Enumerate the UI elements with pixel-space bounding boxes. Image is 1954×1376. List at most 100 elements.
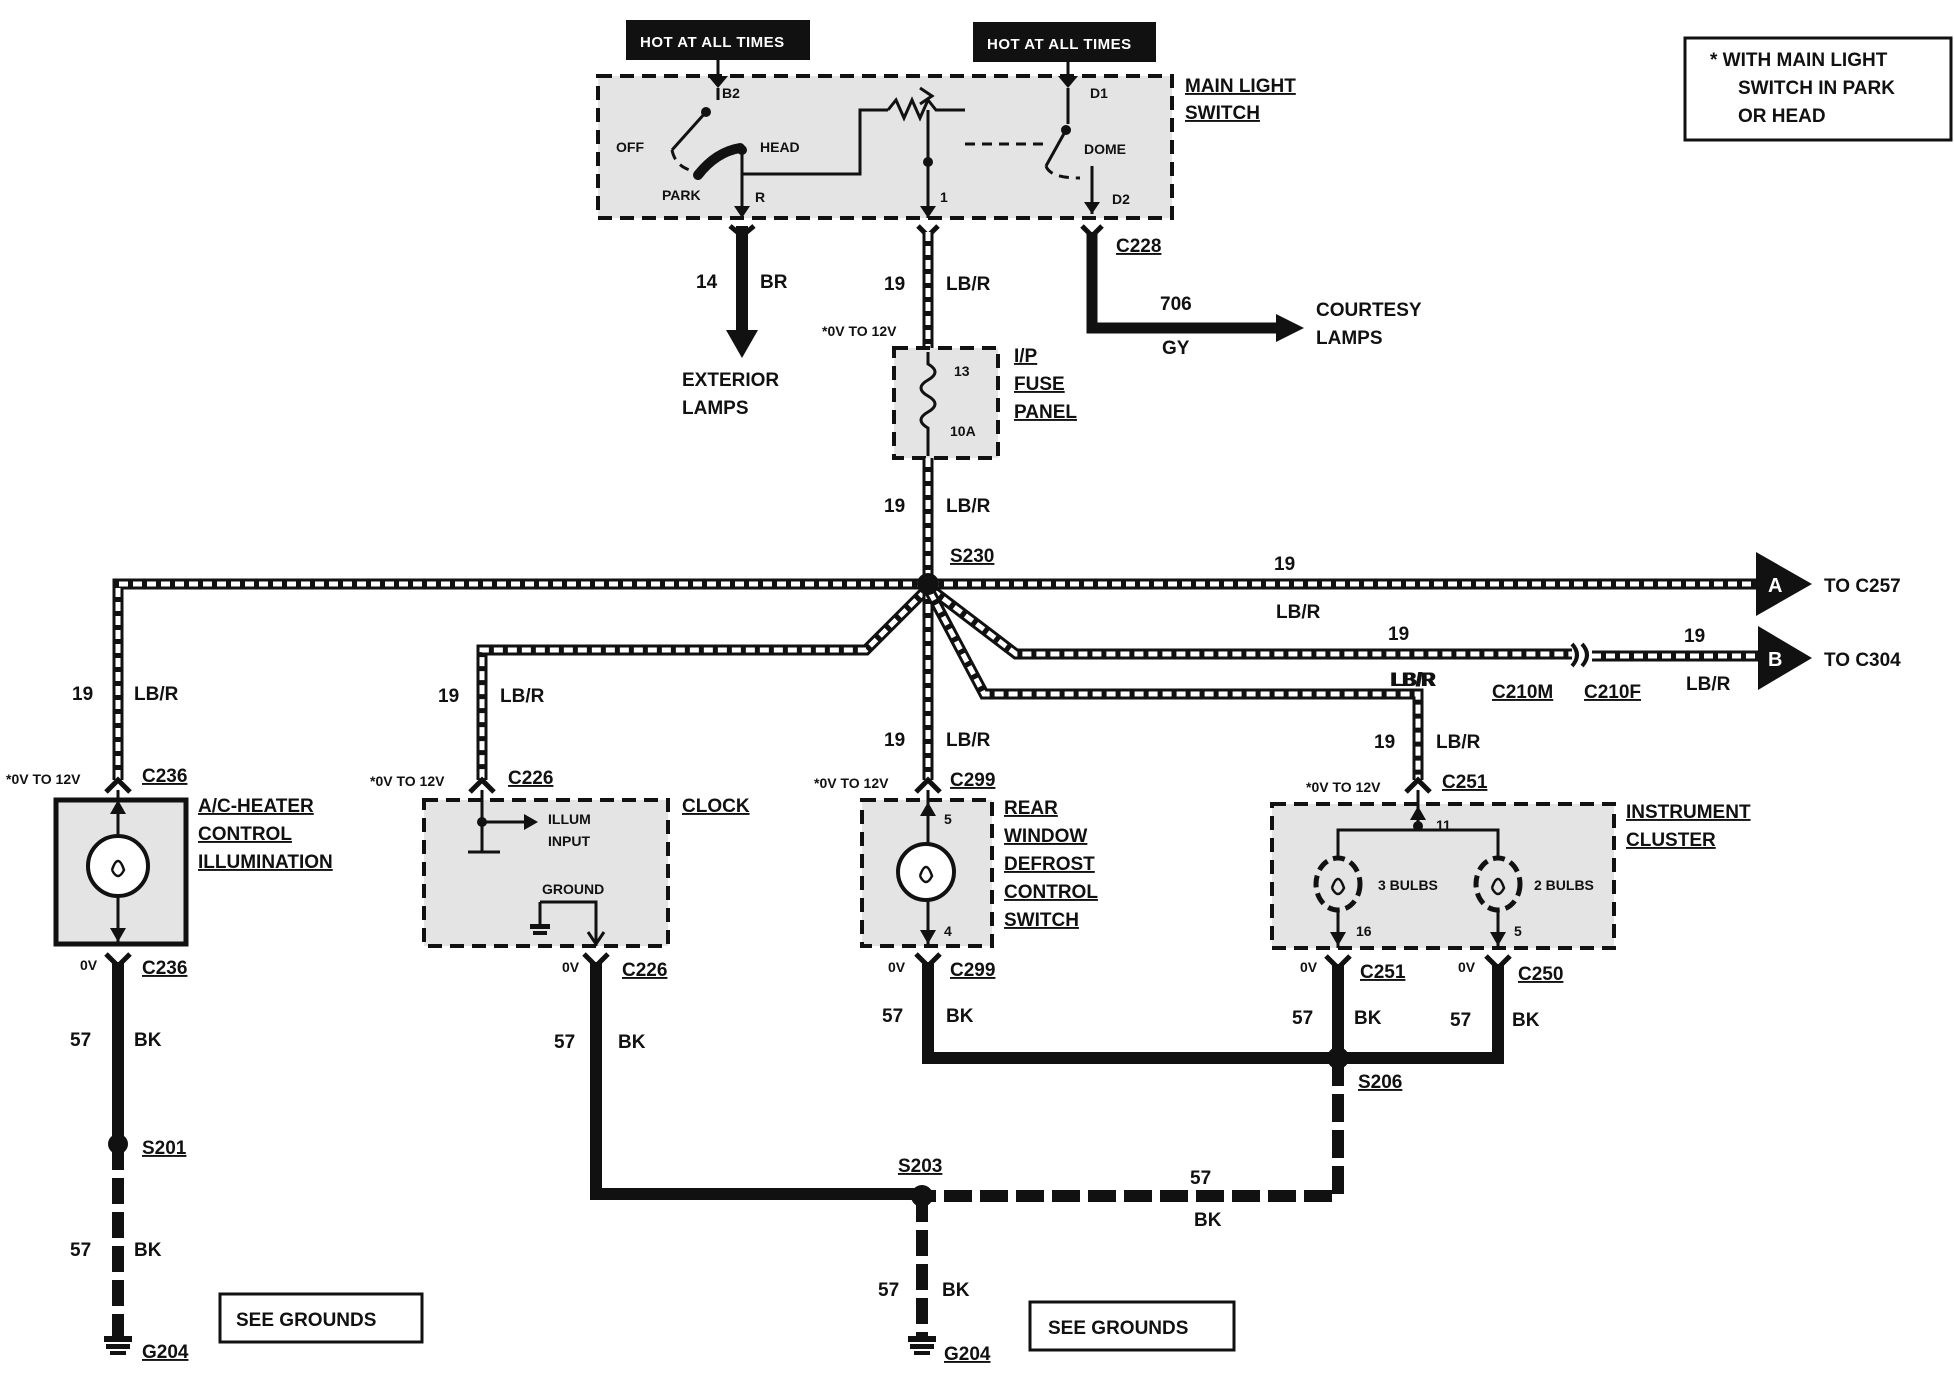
ac-gnd-circuit-2: 57 [70, 1240, 91, 1261]
courtesy-label-2: LAMPS [1316, 328, 1383, 349]
illum-label-2: INPUT [548, 833, 590, 849]
exterior-arrow-icon [726, 330, 758, 358]
ac-gnd-color-2: BK [134, 1240, 162, 1261]
defrost-bulb-icon [896, 842, 956, 902]
ground-g204-left: G204 [142, 1342, 189, 1363]
b2-pin: B2 [722, 85, 740, 101]
defrost-title-5: SWITCH [1004, 910, 1079, 931]
ac-title-1: A/C-HEATER [198, 796, 314, 817]
clock-gnd-color: BK [618, 1032, 646, 1053]
defrost-title-2: WINDOW [1004, 826, 1087, 847]
defrost-pin-5: 5 [944, 811, 952, 827]
clock-ground-voltage: 0V [562, 959, 580, 975]
head-label: HEAD [760, 139, 800, 155]
defrost-gnd-circuit: 57 [882, 1006, 903, 1027]
cluster-3-bulbs-label: 3 BULBS [1378, 877, 1438, 893]
feed-circuit: 19 [884, 274, 905, 295]
instrument-cluster: 19 LB/R LB/R *0V TO 12V C251 3 BULBS 16 … [1270, 670, 1751, 1093]
fuse-rating: 10A [950, 423, 976, 439]
ground-g204-center-icon [908, 1336, 936, 1355]
ac-circuit: 19 [72, 684, 93, 705]
ac-gnd-color: BK [134, 1030, 162, 1051]
splice-s201: S201 [142, 1138, 187, 1159]
clock-title: CLOCK [682, 796, 750, 817]
d1-arrow-icon [1058, 76, 1078, 88]
note-line-2: SWITCH IN PARK [1738, 78, 1895, 99]
cluster-connector-c251: C251 [1360, 962, 1406, 983]
b-circuit-left: 19 [1388, 624, 1409, 645]
defrost-ground-voltage: 0V [888, 959, 906, 975]
ground-g204-left-icon [104, 1336, 132, 1355]
fuse-panel-title-2: FUSE [1014, 374, 1065, 395]
defrost-circuit: 19 [884, 730, 905, 751]
ac-gnd-circuit: 57 [70, 1030, 91, 1051]
ac-heater-illumination: 19 LB/R *0V TO 12V C236 A/C-HEATER CONTR… [6, 684, 424, 1363]
cluster-arrow-top-icon [1410, 806, 1426, 820]
cluster-gnd-color-1: BK [1354, 1008, 1382, 1029]
ac-bulb-arrow-bottom-icon [110, 928, 126, 942]
fuse-icon [919, 352, 937, 456]
b-color-right: LB/R [1686, 674, 1731, 695]
d2-pin: D2 [1112, 191, 1130, 207]
defrost-title-1: REAR [1004, 798, 1058, 819]
exterior-label-2: LAMPS [682, 398, 749, 419]
bus-color: BK [1194, 1210, 1222, 1231]
bus-circuit: 57 [1190, 1168, 1211, 1189]
ac-color: LB/R [134, 684, 179, 705]
defrost-color: LB/R [946, 730, 991, 751]
clock-voltage: *0V TO 12V [370, 773, 445, 789]
splice-s230: S230 [950, 546, 994, 567]
fuse-panel-title-3: PANEL [1014, 402, 1077, 423]
connector-c210m: C210M [1492, 682, 1553, 703]
exterior-label-1: EXTERIOR [682, 370, 779, 391]
defrost-arrow-top-icon [920, 802, 936, 816]
clock-color: LB/R [500, 686, 545, 707]
connector-a-arrow-icon [1756, 552, 1812, 616]
fuse-number: 13 [954, 363, 970, 379]
defrost-connector-bottom: C299 [950, 960, 995, 981]
park-label: PARK [662, 187, 701, 203]
note-line-1: * WITH MAIN LIGHT [1710, 50, 1888, 71]
r-pin: R [755, 189, 765, 205]
drop-circuit: 57 [878, 1280, 899, 1301]
cluster-lbr-upper: LB/R [1392, 670, 1437, 691]
note-line-3: OR HEAD [1738, 106, 1826, 127]
off-label: OFF [616, 139, 644, 155]
main-light-switch-title-2: SWITCH [1185, 103, 1260, 124]
connector-c228: C228 [1116, 236, 1161, 257]
ac-connector-bottom: C236 [142, 958, 187, 979]
pin1-arrow-icon [920, 206, 936, 218]
ip-fuse-panel: 13 10A I/P FUSE PANEL [892, 346, 1077, 460]
feed-wire: 19 LB/R *0V TO 12V [822, 224, 991, 352]
cluster-2-bulbs-label: 2 BULBS [1534, 877, 1594, 893]
cluster-pin-5: 5 [1514, 923, 1522, 939]
splice-s230-dot [917, 573, 939, 595]
splice-s206: S206 [1358, 1072, 1402, 1093]
courtesy-label-1: COURTESY [1316, 300, 1422, 321]
b2-arrow-icon [708, 76, 728, 88]
a-circuit: 19 [1274, 554, 1295, 575]
fuse-panel-title-1: I/P [1014, 346, 1038, 367]
cluster-pin-11: 11 [1436, 817, 1451, 833]
connector-a-letter: A [1768, 575, 1782, 597]
defrost-title-4: CONTROL [1004, 882, 1098, 903]
dome-label: DOME [1084, 141, 1126, 157]
cluster-title-2: CLUSTER [1626, 830, 1716, 851]
illum-label-1: ILLUM [548, 811, 591, 827]
illum-arrow-icon [524, 814, 538, 830]
clock-internal-ground-icon [530, 924, 550, 935]
connector-a-dest: TO C257 [1824, 576, 1901, 597]
cluster-pin-16: 16 [1356, 923, 1372, 939]
clock-connector-top: C226 [508, 768, 553, 789]
feed-wire-lower: 19 LB/R [884, 458, 991, 584]
hot-at-all-times-left: HOT AT ALL TIMES [626, 20, 810, 60]
splice-s201-dot [108, 1134, 128, 1154]
ac-ground-voltage: 0V [80, 957, 98, 973]
note-box: * WITH MAIN LIGHT SWITCH IN PARK OR HEAD [1683, 36, 1953, 142]
ac-bulb-icon [86, 834, 150, 898]
main-light-switch: B2 OFF HEAD PARK R 1 D1 DOME D2 MAIN LIG… [596, 60, 1296, 257]
feed2-circuit: 19 [884, 496, 905, 517]
b-color-left: LB/R [1390, 670, 1435, 691]
feed2-color: LB/R [946, 496, 991, 517]
ground-bus: S203 57 BK 57 BK G204 SEE GROUNDS [878, 1058, 1344, 1365]
